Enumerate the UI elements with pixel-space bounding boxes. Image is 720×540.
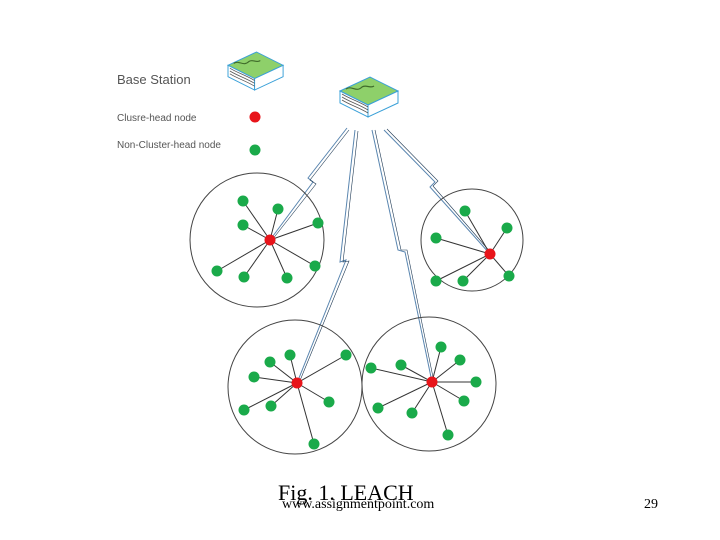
member-node [372,402,384,414]
member-node [395,359,407,371]
member-node [211,265,223,277]
legend-cluster-head-label: Clusre-head node [117,113,197,124]
uplinks [269,127,493,384]
uplink-2b [298,130,359,384]
uplink-1b [271,129,350,241]
member-node [430,275,442,287]
cluster-boundary [420,188,524,292]
cluster-3 [227,319,363,455]
legend-base-station-icon [227,51,284,91]
legend: Base Station Clusre-head node Non-Cluste… [117,51,284,156]
cluster-boundary [361,316,497,452]
member-node [238,271,250,283]
cluster-boundary [189,172,325,308]
member-node [248,371,260,383]
member-node [238,404,250,416]
member-node [454,354,466,366]
member-node [272,203,284,215]
uplink-3b [374,129,435,383]
cluster-head-node [484,248,496,260]
uplink-4b [386,128,493,255]
member-node [265,400,277,412]
member-node [284,349,296,361]
cluster-4 [361,316,497,452]
member-node [435,341,447,353]
legend-non-cluster-head-label: Non-Cluster-head node [117,140,221,151]
member-node [281,272,293,284]
member-node [237,219,249,231]
uplink-4 [383,129,491,255]
red-dot-icon [249,111,261,123]
watermark-text: www.assignmentpoint.com [282,497,435,512]
member-node [264,356,276,368]
member-node [309,260,321,272]
uplink-2 [296,129,356,384]
member-node [458,395,470,407]
member-node [442,429,454,441]
cluster-head-node [264,234,276,246]
member-node [501,222,513,234]
page-number: 29 [644,497,658,512]
member-node [406,407,418,419]
legend-base-station-label: Base Station [117,72,191,87]
member-node [470,376,482,388]
member-node [340,349,352,361]
green-dot-icon [249,144,261,156]
uplink-3 [371,129,433,383]
member-node [365,362,377,374]
cluster-head-node [426,376,438,388]
cluster-head-node [291,377,303,389]
member-node [312,217,324,229]
member-node [308,438,320,450]
base-station-icon [339,76,399,118]
cluster-1 [189,172,325,308]
member-node [237,195,249,207]
cluster-2 [420,188,524,292]
member-node [457,275,469,287]
member-node [430,232,442,244]
uplink-1 [269,127,348,241]
member-node [503,270,515,282]
figure-caption: Fig. 1. LEACH [278,480,414,505]
member-node [459,205,471,217]
member-node [323,396,335,408]
